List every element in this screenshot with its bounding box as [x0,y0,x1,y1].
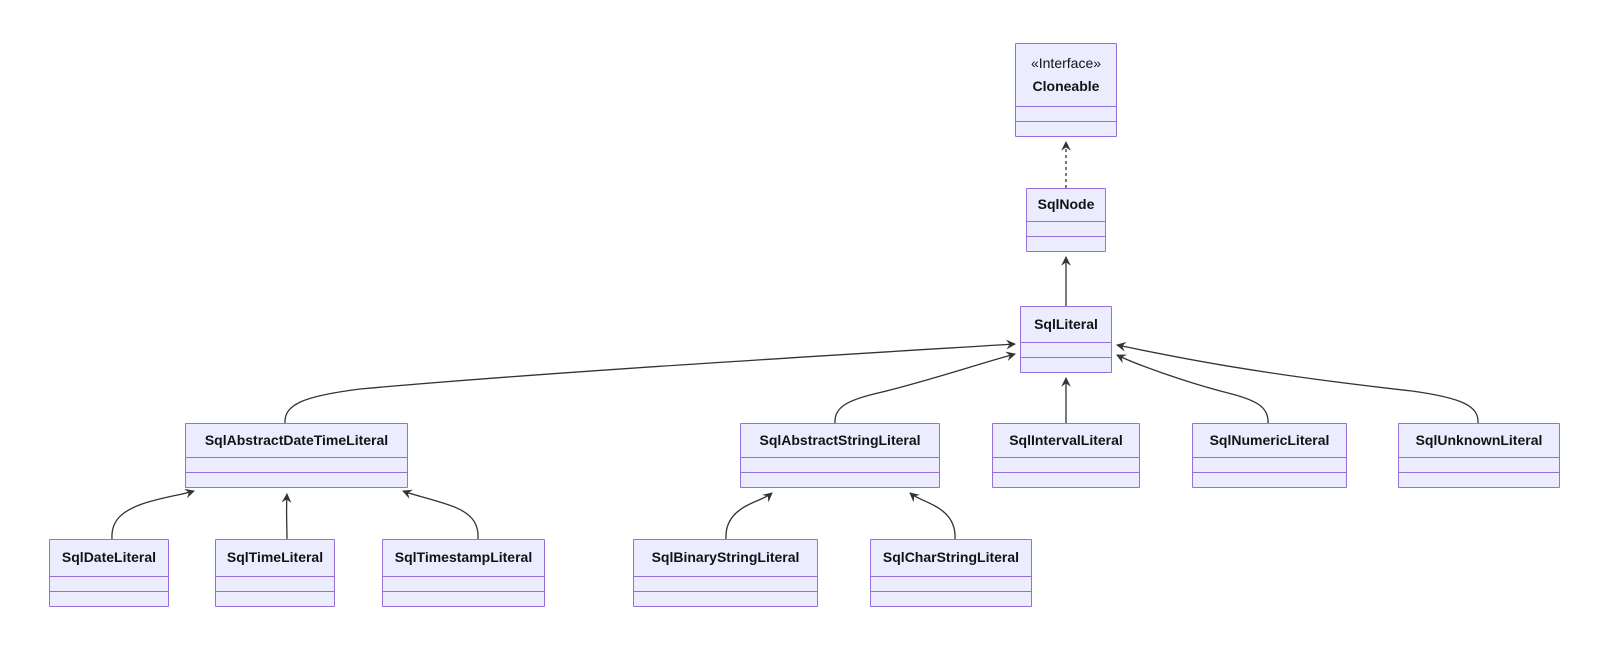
class-sqlunknownliteral: SqlUnknownLiteral [1398,423,1560,488]
class-sqlnode: SqlNode [1026,188,1106,252]
class-name: SqlAbstractDateTimeLiteral [204,431,389,448]
class-title: SqlDateLiteral [50,540,168,576]
edge-sqlabstractdatetimeliteral-to-sqlliteral [284,339,1016,424]
class-sqlbinarystringliteral: SqlBinaryStringLiteral [633,539,818,607]
attributes-compartment [1021,342,1111,357]
class-name: SqlCharStringLiteral [882,549,1020,566]
class-sqlnumericliteral: SqlNumericLiteral [1192,423,1347,488]
class-stereotype: «Interface» [1030,55,1102,72]
edge-sqlunknownliteral-to-sqlliteral [1116,342,1479,424]
class-sqltimestampliteral: SqlTimestampLiteral [382,539,545,607]
class-name: SqlDateLiteral [61,549,157,566]
class-sqlabstractstringliteral: SqlAbstractStringLiteral [740,423,940,488]
attributes-compartment [741,457,939,472]
class-cloneable: «Interface» Cloneable [1015,43,1117,137]
class-name: SqlNode [1037,196,1095,213]
class-sqlcharstringliteral: SqlCharStringLiteral [870,539,1032,607]
class-title: SqlAbstractDateTimeLiteral [186,424,407,457]
class-sqlliteral: SqlLiteral [1020,306,1112,373]
attributes-compartment [1016,106,1116,121]
edge-sqlabstractstringliteral-to-sqlliteral [834,351,1016,424]
class-sqltimeliteral: SqlTimeLiteral [215,539,335,607]
class-name: SqlLiteral [1034,315,1098,332]
methods-compartment [634,591,817,606]
attributes-compartment [871,576,1031,591]
class-title: SqlTimeLiteral [216,540,334,576]
class-name: SqlUnknownLiteral [1415,431,1543,448]
methods-compartment [741,472,939,487]
class-title: SqlCharStringLiteral [871,540,1031,576]
class-title: SqlIntervalLiteral [993,424,1139,457]
class-name: SqlAbstractStringLiteral [759,431,921,448]
edge-sqlbinarystringliteral-to-sqlabstractstringliteral [725,492,773,540]
methods-compartment [216,591,334,606]
attributes-compartment [383,576,544,591]
class-name: SqlNumericLiteral [1209,431,1330,448]
edge-sqlnumericliteral-to-sqlliteral [1116,354,1269,424]
class-title: SqlBinaryStringLiteral [634,540,817,576]
class-title: SqlNode [1027,189,1105,221]
attributes-compartment [993,457,1139,472]
edge-sqlcharstringliteral-to-sqlabstractstringliteral [909,492,956,540]
methods-compartment [871,591,1031,606]
methods-compartment [383,591,544,606]
attributes-compartment [216,576,334,591]
class-sqlabstractdatetimeliteral: SqlAbstractDateTimeLiteral [185,423,408,488]
class-name: SqlTimeLiteral [226,549,324,566]
methods-compartment [993,472,1139,487]
methods-compartment [1021,357,1111,372]
class-sqldateliteral: SqlDateLiteral [49,539,169,607]
class-name: SqlIntervalLiteral [1009,431,1123,448]
methods-compartment [1016,121,1116,136]
attributes-compartment [634,576,817,591]
methods-compartment [1027,236,1105,251]
class-title: SqlLiteral [1021,307,1111,342]
attributes-compartment [1399,457,1559,472]
class-title: SqlTimestampLiteral [383,540,544,576]
class-title: SqlAbstractStringLiteral [741,424,939,457]
methods-compartment [1399,472,1559,487]
methods-compartment [50,591,168,606]
class-title: SqlUnknownLiteral [1399,424,1559,457]
methods-compartment [1193,472,1346,487]
attributes-compartment [1027,221,1105,236]
class-name: SqlTimestampLiteral [394,549,533,566]
edge-sqltimestampliteral-to-sqlabstractdatetimeliteral [402,489,479,540]
attributes-compartment [186,457,407,472]
class-name: Cloneable [1032,77,1100,94]
class-sqlintervalliteral: SqlIntervalLiteral [992,423,1140,488]
class-name: SqlBinaryStringLiteral [651,549,800,566]
edge-sqldateliteral-to-sqlabstractdatetimeliteral [111,488,195,540]
methods-compartment [186,472,407,487]
attributes-compartment [1193,457,1346,472]
class-title: «Interface» Cloneable [1016,44,1116,106]
class-title: SqlNumericLiteral [1193,424,1346,457]
attributes-compartment [50,576,168,591]
